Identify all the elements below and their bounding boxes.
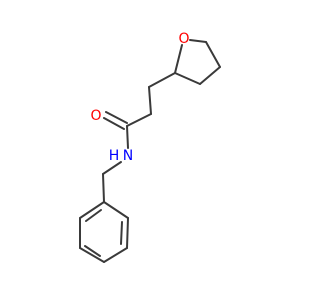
bond-nitrogen-to-benzyl bbox=[102, 161, 122, 175]
nitrogen-hydrogen-label: H bbox=[109, 148, 120, 164]
benzene-bond-2 bbox=[126, 217, 129, 249]
benzene-bond-6 bbox=[79, 201, 105, 219]
benzene-bond-1 bbox=[103, 201, 129, 219]
molecule-diagram: O O N H bbox=[79, 31, 221, 263]
bond-ring-c5-o bbox=[189, 39, 207, 43]
bond-ring-to-chain bbox=[148, 72, 176, 88]
bond-ring-o-c2 bbox=[174, 44, 183, 74]
benzene-bond-3 bbox=[103, 247, 128, 263]
carbonyl-double-bond-outer bbox=[103, 117, 125, 130]
carbonyl-double-bond-inner bbox=[105, 111, 128, 124]
nitrogen-label: N bbox=[123, 148, 133, 164]
benzene-inner-bond-1 bbox=[120, 221, 123, 245]
oxygen-ring-label: O bbox=[178, 31, 189, 47]
structure-svg: O O N H bbox=[79, 31, 221, 263]
benzene-inner-bond-3 bbox=[85, 209, 102, 222]
bond-ring-c2-c3 bbox=[174, 72, 201, 85]
bond-chain-ch2 bbox=[148, 86, 152, 115]
bond-chain-to-carbonyl bbox=[126, 113, 152, 127]
bond-benzyl-to-ring bbox=[102, 173, 105, 203]
benzene-bond-4 bbox=[79, 247, 105, 263]
bond-ring-c3-c4 bbox=[199, 66, 221, 85]
oxygen-carbonyl-label: O bbox=[90, 108, 101, 124]
bond-carbonyl-to-nitrogen bbox=[126, 125, 129, 149]
benzene-inner-bond-2 bbox=[84, 245, 101, 257]
bond-ring-c4-c5 bbox=[205, 41, 221, 68]
